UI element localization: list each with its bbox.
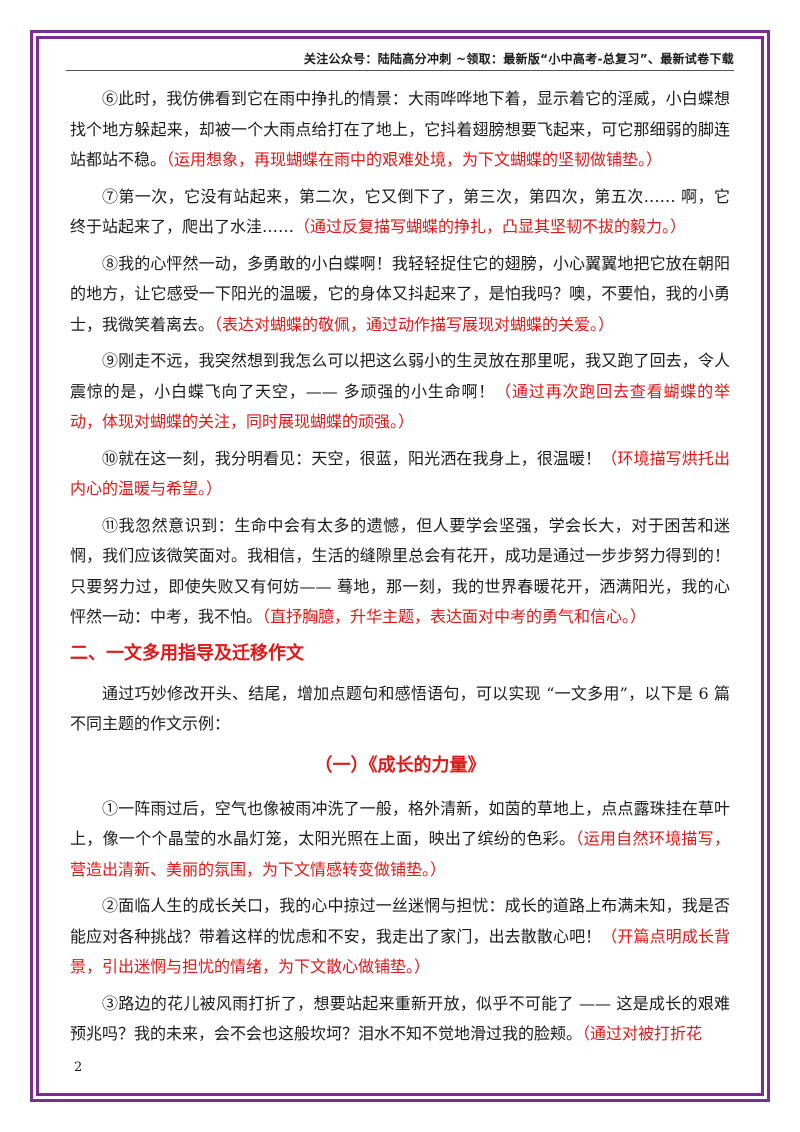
section-heading: 二、一文多用指导及迁移作文 [70, 642, 304, 664]
essay-paragraph-1: ①一阵雨过后，空气也像被雨冲洗了一般，格外清新，如茵的草地上，点点露珠挂在草叶上… [70, 794, 730, 886]
annotation-note: （开篇点明成长背景，引出迷惘与担忧的情绪，为下文散心做铺垫。） [70, 926, 730, 977]
annotation-note: （运用自然环境描写，营造出清新、美丽的氛围，为下文情感转变做铺垫。） [70, 829, 730, 879]
essay-paragraph-3: ③路边的花儿被风雨打折了，想要站起来重新开放，似乎不可能了 —— 这是成长的艰难… [70, 989, 730, 1050]
paragraph-9: ⑨刚走不远，我突然想到我怎么可以把这么弱小的生灵放在那里呢，我又跑了回去，令人震… [70, 346, 730, 438]
annotation-note: （通过对被打折花 [582, 1024, 703, 1043]
paragraph-text: ①一阵雨过后，空气也像被雨冲洗了一般，格外清新，如茵的草地上，点点露珠挂在草叶上… [70, 798, 730, 849]
annotation-note: （表达对蝴蝶的敬佩，通过动作描写展现对蝴蝶的关爱。） [214, 314, 615, 334]
essay-title: （一）《成长的力量》 [314, 754, 486, 776]
paragraph-10: ⑩就在这一刻，我分明看见：天空，很蓝，阳光洒在我身上，很温暖！（环境描写烘托出内… [70, 444, 730, 505]
page-border-outer [30, 30, 770, 1102]
page-number: 2 [74, 1060, 83, 1075]
annotation-note: （直抒胸臆，升华主题，表达面对中考的勇气和信心。） [262, 607, 647, 626]
paragraph-text: ⑨刚走不远，我突然想到我怎么可以把这么弱小的生灵放在那里呢，我又跑了回去，令人震… [70, 351, 730, 401]
paragraph-text: ③路边的花儿被风雨打折了，想要站起来重新开放，似乎不可能了 —— 这是成长的艰难… [70, 993, 730, 1044]
annotation-note: （环境描写烘托出内心的温暖与希望。） [70, 448, 730, 499]
annotation-note: （通过再次跑回去查看蝴蝶的举动，体现对蝴蝶的关注，同时展现蝴蝶的顽强。） [70, 381, 730, 432]
annotation-note: （运用想象，再现蝴蝶在雨中的艰难处境，为下文蝴蝶的坚韧做铺垫。） [166, 150, 663, 169]
paragraph-text: ⑥此时，我仿佛看到它在雨中挣扎的情景：大雨哗哗地下着，显示着它的淫威，小白蝶想找… [70, 89, 730, 169]
header-divider [66, 70, 734, 71]
paragraph-11: ⑪我忽然意识到：生命中会有太多的遗憾，但人要学会坚强，学会长大，对于困苦和迷惘，… [70, 511, 730, 633]
annotation-note: （通过反复描写蝴蝶的挣扎，凸显其坚韧不拔的毅力。） [294, 217, 687, 236]
paragraph-text: ⑩就在这一刻，我分明看见：天空，很蓝，阳光洒在我身上，很温暖！ [102, 448, 602, 468]
paragraph-text: ⑧我的心怦然一动，多勇敢的小白蝶啊！我轻轻捉住它的翅膀，小心翼翼地把它放在朝阳的… [70, 253, 730, 334]
paragraph-text: ②面临人生的成长关口，我的心中掠过一丝迷惘与担忧：成长的道路上布满未知，我是否能… [70, 896, 730, 946]
page-header: 关注公众号：陆陆高分冲刺 ~领取：最新版“小中高考-总复习”、最新试卷下载 [303, 52, 734, 66]
page-border-inner [36, 36, 764, 1096]
paragraph-text: ⑦第一次，它没有站起来，第二次，它又倒下了，第三次，第四次，第五次…… 啊，它终… [70, 186, 730, 237]
intro-paragraph: 通过巧妙修改开头、结尾，增加点题句和感悟语句，可以实现 “一文多用”，以下是 6… [70, 683, 730, 734]
paragraph-7: ⑦第一次，它没有站起来，第二次，它又倒下了，第三次，第四次，第五次…… 啊，它终… [70, 182, 730, 243]
paragraph-text: ⑪我忽然意识到：生命中会有太多的遗憾，但人要学会坚强，学会长大，对于困苦和迷惘，… [70, 515, 730, 627]
paragraph-8: ⑧我的心怦然一动，多勇敢的小白蝶啊！我轻轻捉住它的翅膀，小心翼翼地把它放在朝阳的… [70, 249, 730, 341]
document-body: ⑥此时，我仿佛看到它在雨中挣扎的情景：大雨哗哗地下着，显示着它的淫威，小白蝶想找… [70, 84, 730, 1056]
paragraph-6: ⑥此时，我仿佛看到它在雨中挣扎的情景：大雨哗哗地下着，显示着它的淫威，小白蝶想找… [70, 84, 730, 176]
essay-paragraph-2: ②面临人生的成长关口，我的心中掠过一丝迷惘与担忧：成长的道路上布满未知，我是否能… [70, 891, 730, 983]
